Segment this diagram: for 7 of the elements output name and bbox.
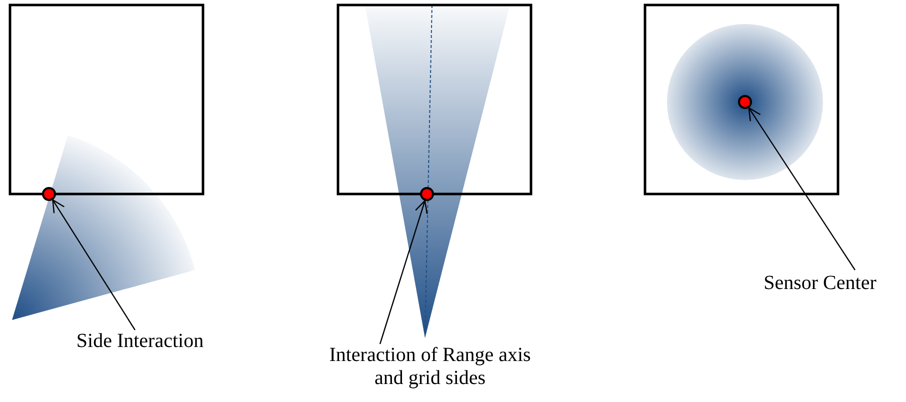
leader-line (52, 199, 136, 330)
callout-text: Side Interaction (40, 330, 240, 353)
point-marker (42, 187, 56, 201)
callout-text: Interaction of Range axis and grid sides (320, 344, 540, 390)
leader-line (748, 107, 856, 270)
leader-line (379, 200, 428, 344)
callout-text: Sensor Center (735, 272, 905, 295)
